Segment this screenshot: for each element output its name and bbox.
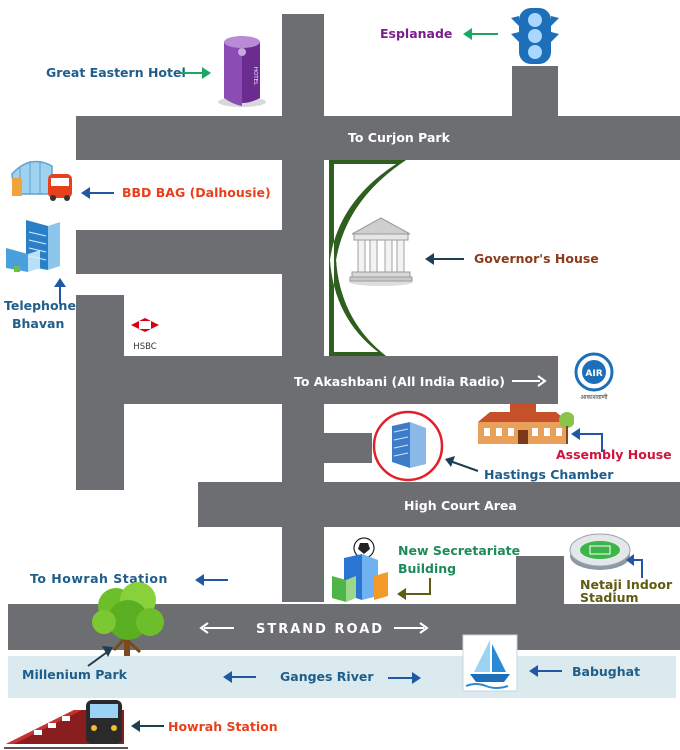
arrow-bent-icon <box>397 578 431 600</box>
road-label-high-court: High Court Area <box>404 498 517 513</box>
label-hastings-chamber: Hastings Chamber <box>484 467 614 482</box>
label-howrah-station: Howrah Station <box>168 719 278 734</box>
assembly-house-icon <box>478 404 574 444</box>
hsbc-text: HSBC <box>133 342 156 352</box>
road-label-strand: STRAND ROAD <box>256 622 385 637</box>
road-label-akashbani: To Akashbani (All India Radio) <box>294 374 505 389</box>
arrow-left-icon <box>131 720 164 732</box>
road-vertical-left <box>76 295 124 490</box>
train-icon <box>4 700 128 749</box>
arrow-left-icon <box>81 187 114 199</box>
road-vertical-esplanade <box>512 66 558 116</box>
label-secretariate-line2: Building <box>398 561 457 576</box>
all-india-radio-logo-icon: AIR आकाशवाणी <box>574 352 614 401</box>
air-logo-text: AIR <box>585 369 602 379</box>
bus-stop-icon <box>11 160 72 201</box>
label-netaji-line1: Netaji Indoor <box>580 577 673 592</box>
arrow-right-icon <box>394 622 429 634</box>
governors-house-icon <box>349 217 413 286</box>
boat-icon <box>462 634 518 692</box>
arrow-left-icon <box>445 456 479 472</box>
traffic-light-icon <box>511 8 559 64</box>
label-telephone-bhavan-line2: Bhavan <box>12 316 65 331</box>
hsbc-logo-icon: HSBC <box>131 318 159 352</box>
arrow-bent-icon <box>571 428 603 452</box>
label-to-howrah-station: To Howrah Station <box>30 571 168 586</box>
secretariate-building-icon <box>332 537 388 602</box>
ganges-river-strip <box>8 656 676 698</box>
arrow-left-icon <box>223 671 256 683</box>
office-building-icon <box>6 220 60 272</box>
hotel-building-icon: HOTEL <box>218 36 266 107</box>
arrow-diagonal-icon <box>87 646 113 667</box>
arrow-right-icon <box>512 375 547 387</box>
road-akashbani <box>124 356 558 404</box>
label-assembly-house: Assembly House <box>556 447 672 462</box>
governors-house-lawn <box>329 160 406 356</box>
label-governors-house: Governor's House <box>474 251 599 266</box>
arrow-up-icon <box>54 278 66 304</box>
road-dalhousie <box>76 230 286 274</box>
label-esplanade: Esplanade <box>380 26 453 41</box>
stadium-icon <box>569 533 631 570</box>
arrow-left-icon <box>529 665 562 677</box>
road-label-curjon: To Curjon Park <box>348 130 450 145</box>
arrow-left-icon <box>425 253 464 265</box>
hastings-chamber-icon <box>372 410 444 482</box>
road-high-court <box>198 482 680 527</box>
label-babughat: Babughat <box>572 664 641 679</box>
label-netaji-line2: Stadium <box>580 590 639 605</box>
hotel-sign-text: HOTEL <box>252 67 258 86</box>
road-hastings <box>322 433 372 463</box>
arrow-left-icon <box>195 574 228 586</box>
tree-icon <box>92 582 164 656</box>
arrow-left-icon <box>463 28 498 40</box>
label-bbd-bag: BBD BAG (Dalhousie) <box>122 185 271 200</box>
road-curjon-park <box>76 116 680 160</box>
road-vertical-stadium <box>516 556 564 606</box>
label-great-eastern-hotel: Great Eastern Hotel <box>46 65 186 80</box>
air-sub-text: आकाशवाणी <box>580 393 608 401</box>
label-secretariate-line1: New Secretariate <box>398 543 521 558</box>
label-telephone-bhavan-line1: Telephone <box>4 298 76 313</box>
arrow-right-icon <box>388 672 421 684</box>
label-millenium-park: Millenium Park <box>22 667 127 682</box>
arrow-right-icon <box>180 67 211 79</box>
label-ganges-river: Ganges River <box>280 669 374 684</box>
arrow-left-icon <box>199 622 234 634</box>
arrow-bent-icon <box>626 554 643 578</box>
